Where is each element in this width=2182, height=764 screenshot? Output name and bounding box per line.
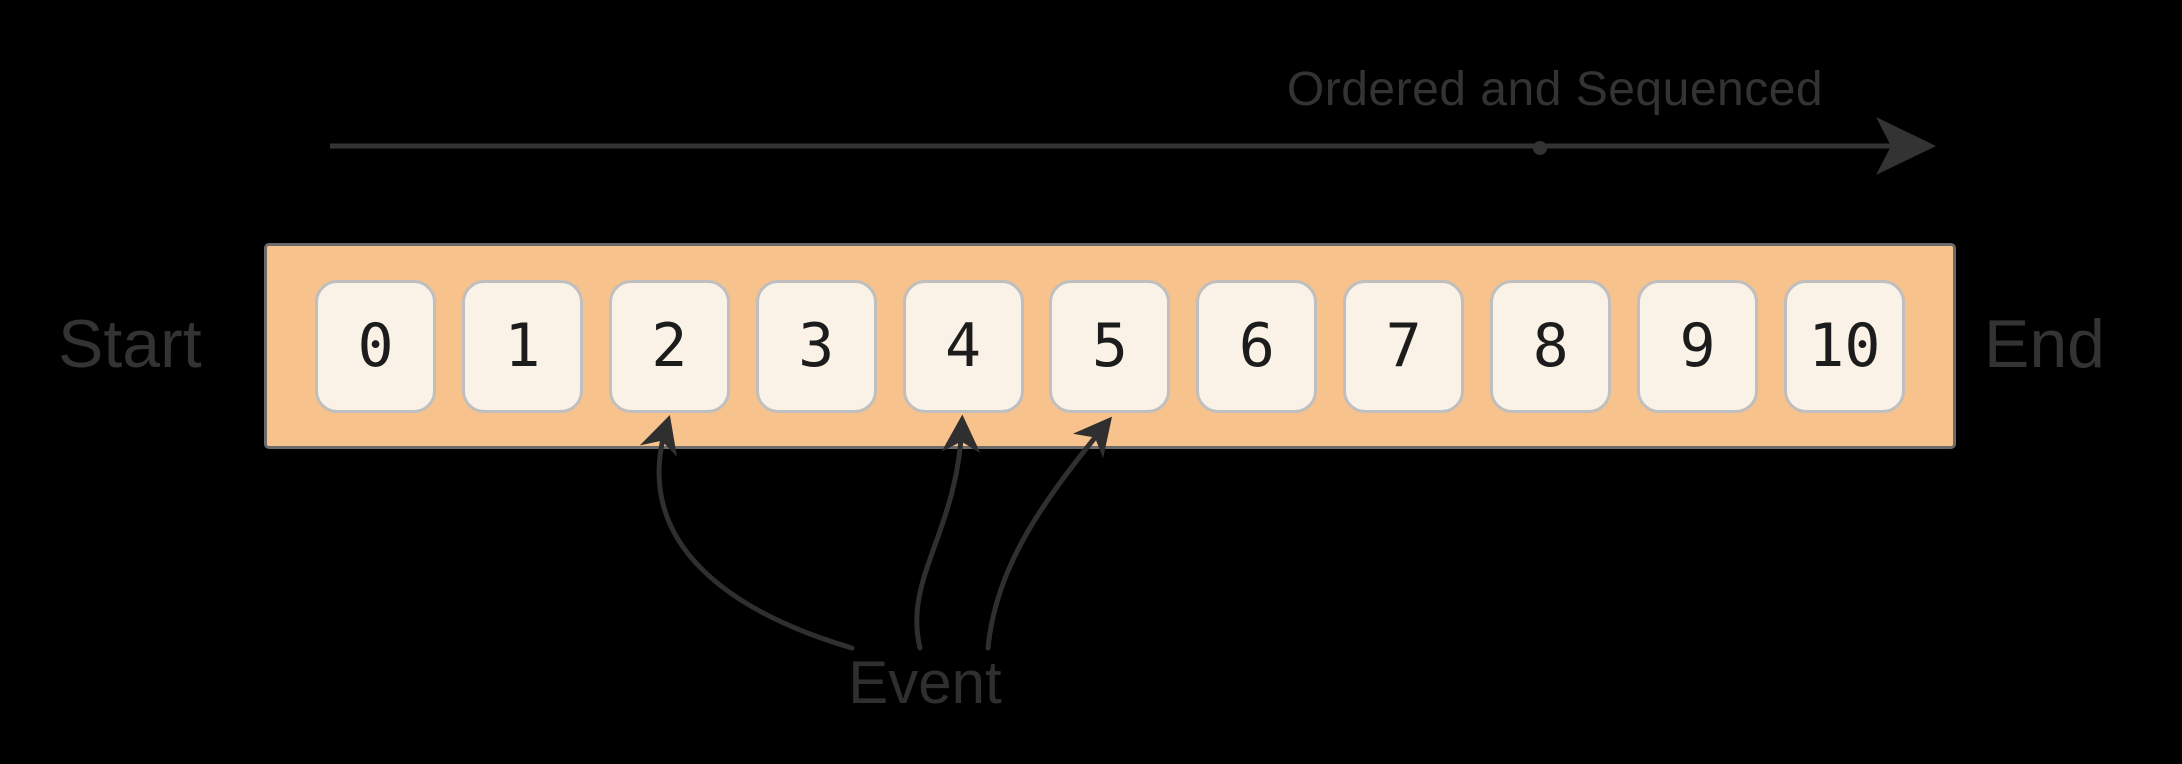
timeline-bar: 0 1 2 3 4 5 6 7 8 9 10 xyxy=(264,243,1956,449)
start-label: Start xyxy=(58,306,202,382)
timeline-cell-6: 6 xyxy=(1196,279,1318,413)
timeline-cell-1: 1 xyxy=(461,279,583,413)
timeline-cell-9: 9 xyxy=(1637,279,1759,413)
sequence-arrowhead-icon xyxy=(1876,117,1936,175)
timeline-cell-0: 0 xyxy=(315,279,436,413)
timeline-cell-3: 3 xyxy=(755,279,877,413)
timeline-cell-2: 2 xyxy=(608,279,730,413)
timeline-cell-10: 10 xyxy=(1783,279,1905,413)
event-arrow-to-cell-2 xyxy=(639,414,855,651)
event-label: Event xyxy=(848,649,1002,716)
sequence-arrow-dot xyxy=(1533,141,1547,155)
timeline-cell-4: 4 xyxy=(902,279,1024,413)
timeline-cell-5: 5 xyxy=(1049,279,1171,413)
timeline-cell-8: 8 xyxy=(1490,279,1612,413)
end-label: End xyxy=(1984,306,2105,382)
event-arrow-to-cell-5 xyxy=(985,416,1113,651)
timeline-cell-7: 7 xyxy=(1343,279,1465,413)
ordered-sequenced-label: Ordered and Sequenced xyxy=(1286,63,1824,116)
event-arrow-to-cell-4 xyxy=(914,414,981,651)
